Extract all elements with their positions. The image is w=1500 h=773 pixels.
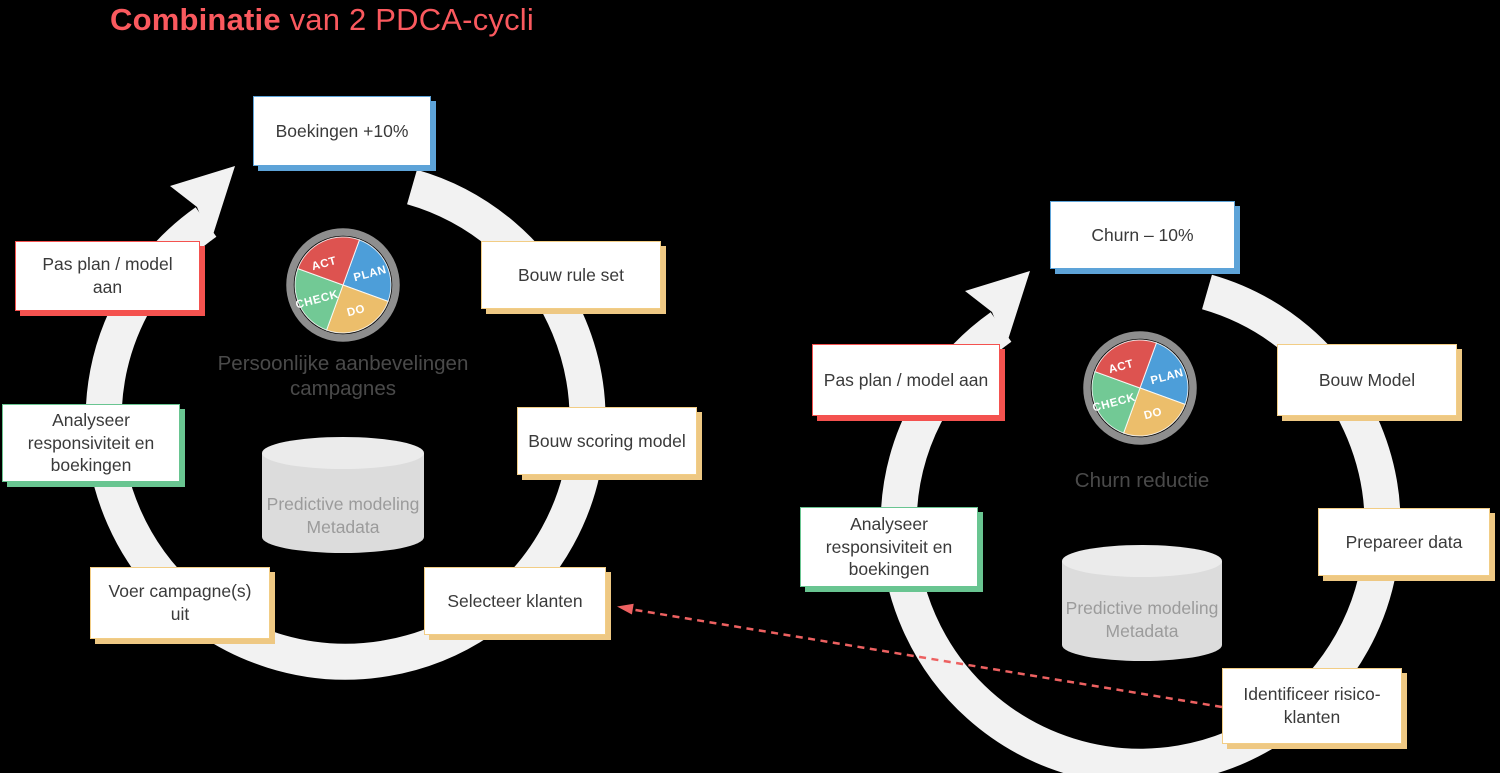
bouw-rule-set-label: Bouw rule set	[517, 264, 625, 285]
left-database-icon: Predictive modeling Metadata	[262, 437, 424, 553]
right-step-bouw-model: Bouw Model	[1277, 344, 1457, 416]
identificeer-label: Identificeer risico-klanten	[1243, 684, 1381, 727]
right-pas-plan-label: Pas plan / model aan	[823, 369, 989, 390]
left-ring-arc	[85, 169, 606, 680]
cycle-link-arrow	[617, 603, 1223, 709]
right-pie-do-slice	[1122, 387, 1186, 437]
left-pdca-pie-icon: ACT PLAN CHECK DO	[286, 228, 400, 342]
right-step-analyseer: Analyseer responsiviteit en boekingen	[800, 507, 978, 587]
right-pie-do-label: DO	[1143, 406, 1164, 422]
right-pie-plan-slice	[1139, 342, 1189, 406]
right-analyseer-label: Analyseer responsiviteit en boekingen	[825, 513, 953, 580]
right-ring-arrowhead-icon	[965, 271, 1030, 346]
page-title-rest: van 2 PDCA-cycli	[280, 2, 534, 37]
bouw-scoring-model-label: Bouw scoring model	[528, 430, 686, 451]
left-cycle-caption: Persoonlijke aanbevelingen campagnes	[193, 351, 493, 401]
page-title: Combinatie van 2 PDCA-cycli	[110, 2, 534, 38]
right-goal-box: Churn – 10%	[1050, 201, 1235, 269]
left-ring-arrowhead-icon	[170, 166, 235, 241]
right-goal-label: Churn – 10%	[1091, 224, 1194, 245]
left-caption-line1: Persoonlijke aanbevelingen	[217, 352, 469, 375]
right-step-prepareer-data: Prepareer data	[1318, 508, 1490, 576]
right-caption-line1: Churn reductie	[1074, 469, 1210, 492]
page-title-highlight: Combinatie	[110, 2, 281, 37]
right-pie-act-slice	[1094, 339, 1158, 389]
left-caption-line2: campagnes	[290, 377, 396, 400]
left-step-analyseer: Analyseer responsiviteit en boekingen	[2, 404, 180, 482]
voer-campagnes-label: Voer campagne(s) uit	[108, 581, 252, 624]
left-db-line1: Predictive modeling	[267, 494, 420, 514]
left-db-line2: Metadata	[307, 517, 380, 537]
left-pie-do-label: DO	[346, 303, 367, 319]
right-db-line2: Metadata	[1106, 621, 1179, 641]
right-database-icon: Predictive modeling Metadata	[1062, 545, 1222, 661]
left-step-selecteer-klanten: Selecteer klanten	[424, 567, 606, 635]
right-db-line1: Predictive modeling	[1066, 598, 1219, 618]
right-step-identificeer: Identificeer risico-klanten	[1222, 668, 1402, 744]
left-step-voer-campagnes: Voer campagne(s) uit	[90, 567, 270, 639]
left-pas-plan-label: Pas plan / model aan	[42, 254, 173, 297]
left-pie-check-slice	[294, 267, 344, 331]
right-cycle-caption: Churn reductie	[1042, 468, 1242, 493]
right-pie-check-slice	[1091, 370, 1141, 434]
left-analyseer-label: Analyseer responsiviteit en boekingen	[27, 409, 155, 476]
left-step-bouw-rule-set: Bouw rule set	[481, 241, 661, 309]
bouw-model-label: Bouw Model	[1318, 369, 1416, 390]
right-pdca-pie-icon: ACT PLAN CHECK DO	[1083, 331, 1197, 445]
left-goal-box: Boekingen +10%	[253, 96, 431, 166]
selecteer-klanten-label: Selecteer klanten	[447, 590, 583, 611]
prepareer-data-label: Prepareer data	[1345, 531, 1463, 552]
left-cycle-ring	[85, 166, 606, 680]
right-ring-arc	[880, 274, 1401, 773]
dashed-link-arrowhead-icon	[617, 603, 634, 615]
right-cycle-ring	[880, 271, 1401, 773]
right-step-pas-plan: Pas plan / model aan	[812, 344, 1000, 416]
left-pie-act-slice	[297, 236, 361, 286]
left-step-bouw-scoring-model: Bouw scoring model	[517, 407, 697, 475]
left-pie-plan-slice	[342, 239, 392, 303]
left-step-pas-plan: Pas plan / model aan	[15, 241, 200, 311]
left-goal-label: Boekingen +10%	[275, 120, 409, 141]
left-pie-do-slice	[325, 284, 389, 334]
